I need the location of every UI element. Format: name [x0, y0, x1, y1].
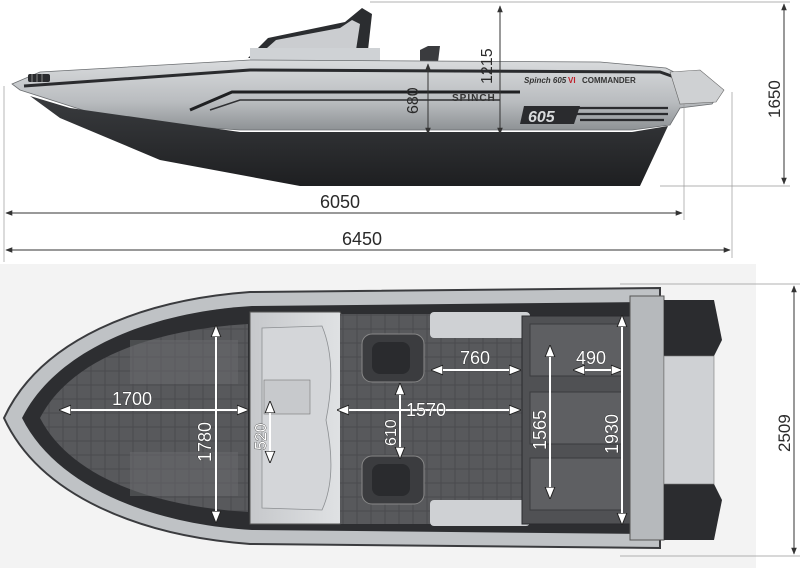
dim-length-hull: 6050 [5, 192, 683, 216]
helm-seat [361, 333, 425, 383]
dim-bow-width: 1780 [195, 326, 216, 522]
svg-text:2509: 2509 [775, 414, 794, 452]
passenger-seat [361, 455, 425, 505]
dim-height-rear: 1215 [479, 5, 503, 135]
hull-model-suffix: COMMANDER [582, 76, 636, 85]
console [250, 48, 380, 62]
outboard-top [664, 300, 722, 356]
hull-brand-name: Spinch 605 [524, 76, 567, 85]
dim-beam: 2509 [775, 285, 797, 555]
svg-text:490: 490 [576, 348, 606, 368]
dim-height-total: 1650 [370, 1, 790, 187]
dim-length-overall: 6450 [5, 229, 731, 253]
svg-text:1650: 1650 [765, 80, 784, 118]
svg-text:680: 680 [405, 87, 422, 114]
hull-model-mark: VI [568, 76, 576, 85]
dim-aft-length: 760 [432, 348, 520, 370]
dim-transom-depth: 490 [574, 348, 622, 370]
outboard-bottom [664, 484, 722, 540]
hull-bottom [30, 96, 668, 186]
windshield-glass [258, 20, 360, 56]
svg-text:1930: 1930 [602, 414, 622, 454]
dim-height-front: 680 [405, 63, 431, 135]
seat-back [420, 46, 440, 62]
dim-cockpit-length: 1570 [338, 400, 520, 420]
dim-bow-length: 1700 [60, 389, 248, 410]
side-view: Spinch 605 VI COMMANDER SPINCH 605 680 1… [3, 1, 790, 262]
bow-vent [28, 74, 50, 82]
dim-passage-width: 520 [253, 402, 270, 462]
svg-text:1700: 1700 [112, 389, 152, 409]
svg-text:610: 610 [383, 419, 400, 446]
svg-text:605: 605 [528, 109, 556, 126]
svg-text:1565: 1565 [530, 410, 550, 450]
hull-wordmark: SPINCH [452, 93, 496, 104]
svg-text:520: 520 [253, 423, 270, 450]
svg-text:1215: 1215 [479, 48, 496, 84]
top-view: 2509 1700 1780 520 1570 610 760 4 [0, 264, 800, 568]
outboard-bracket [669, 69, 725, 105]
svg-text:1570: 1570 [406, 400, 446, 420]
dim-bench-width: 1565 [530, 346, 550, 498]
svg-text:1780: 1780 [195, 422, 215, 462]
hull-emblem: 605 [520, 106, 580, 126]
dim-stern-width: 1930 [602, 316, 622, 524]
svg-text:760: 760 [460, 348, 490, 368]
dim-cockpit-passage: 610 [383, 384, 400, 458]
svg-text:6050: 6050 [320, 192, 360, 212]
svg-text:6450: 6450 [342, 229, 382, 249]
transom [629, 295, 665, 541]
